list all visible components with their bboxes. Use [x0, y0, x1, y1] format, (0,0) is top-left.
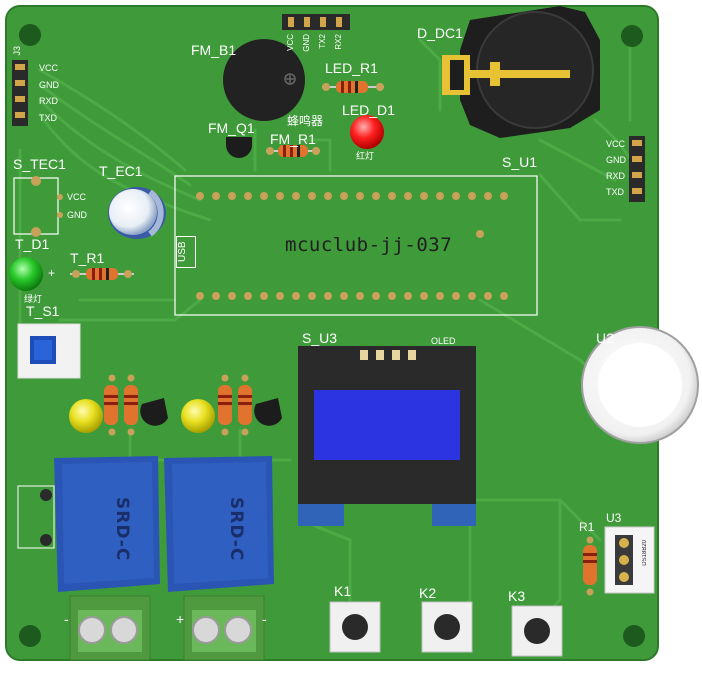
switch-t-s1	[17, 323, 81, 379]
push-button-k3[interactable]	[512, 606, 562, 656]
resistor-r1	[583, 536, 597, 596]
mcu-bottom-pins	[196, 292, 508, 300]
push-button-k2-body	[421, 601, 473, 653]
terminal-block-2	[183, 595, 265, 661]
label-t-s1: T_S1	[26, 303, 60, 319]
transistor-fm-q1	[226, 137, 252, 158]
top-pin-header	[282, 14, 350, 30]
terminal-block-1	[69, 595, 151, 661]
relay-1	[17, 456, 160, 592]
top-header-pin-4: RX2	[334, 34, 343, 50]
sensor-s-tec1	[13, 176, 63, 237]
mcu-module	[174, 175, 538, 316]
label-d-dc1: D_DC1	[417, 25, 463, 41]
label-plus-terminal: +	[176, 611, 185, 627]
relay-2	[164, 456, 274, 592]
right-header-pin-2: GND	[606, 155, 626, 165]
relay-driver-2	[181, 374, 282, 436]
right-header-pin-4: TXD	[606, 187, 624, 197]
sensor-pin-gnd: GND	[67, 210, 87, 220]
battery-holder	[442, 6, 600, 138]
relay-1-label: SRD-C	[112, 497, 132, 562]
resistor-fm-r1	[266, 145, 320, 157]
label-fm-q1: FM_Q1	[208, 120, 255, 136]
label-minus-terminal-2: -	[262, 611, 267, 627]
right-header-pin-3: RXD	[606, 171, 626, 181]
top-header-pin-2: GND	[302, 34, 311, 52]
label-led-cn: 红灯	[356, 151, 375, 161]
label-u3: U3	[606, 511, 622, 525]
left-header-id: J3	[12, 46, 22, 56]
left-header-pin-2: GND	[39, 80, 59, 90]
push-button-k1[interactable]	[330, 602, 380, 652]
relay-2-label: SRD-C	[226, 497, 246, 562]
label-t-d1-cn: 绿灯	[24, 294, 43, 304]
led-green	[9, 257, 43, 291]
label-oled: OLED	[431, 336, 456, 346]
usb-label: USB	[176, 236, 196, 268]
u2-component	[581, 326, 699, 444]
label-k3: K3	[508, 588, 526, 604]
label-k1: K1	[334, 583, 352, 599]
left-header-pin-3: RXD	[39, 96, 59, 106]
label-minus-terminal-1: -	[64, 611, 69, 627]
label-s-u3: S_U3	[302, 330, 338, 346]
top-header-pin-1: VCC	[286, 34, 295, 51]
resistor-t-r1	[70, 268, 134, 280]
label-s-tec1: S_TEC1	[13, 156, 66, 172]
push-button-k2[interactable]	[422, 602, 472, 652]
led-red	[350, 115, 384, 149]
left-header-pin-1: VCC	[39, 63, 59, 73]
label-fm-r1: FM_R1	[270, 131, 316, 147]
label-t-ec1: T_EC1	[99, 163, 143, 179]
board-title: mcuclub-jj-037	[285, 234, 453, 256]
label-buzzer-cn: 蜂鸣器	[287, 114, 324, 128]
left-header-pin-4: TXD	[39, 113, 57, 123]
label-fm-b1: FM_B1	[191, 42, 237, 58]
label-led-r1: LED_R1	[325, 60, 378, 76]
resistor-led-r1	[322, 81, 384, 93]
sensor-pin-vcc: VCC	[67, 192, 87, 202]
mcu-top-pins	[196, 192, 508, 200]
mounting-holes	[19, 24, 645, 647]
label-k2: K2	[419, 585, 437, 601]
u3-ds18b20	[604, 526, 655, 594]
push-button-k3-body	[511, 605, 563, 657]
left-pin-header	[12, 60, 28, 126]
switch-t-s1-hit[interactable]	[18, 324, 80, 378]
oled-module	[298, 346, 476, 526]
label-plus-led: +	[48, 266, 56, 280]
label-t-r1: T_R1	[70, 250, 105, 266]
top-header-pin-3: TX2	[318, 34, 327, 49]
label-s-u1: S_U1	[502, 154, 538, 170]
label-u2: U2	[596, 330, 614, 346]
capacitor-t-ec1	[108, 187, 166, 239]
buzzer	[223, 39, 305, 121]
relay-driver-1	[69, 374, 168, 436]
right-pin-header	[629, 136, 645, 202]
label-ds18b20: DS18B20	[642, 540, 648, 566]
label-r1: R1	[579, 520, 595, 534]
push-button-k1-body	[329, 601, 381, 653]
right-header-pin-1: VCC	[606, 139, 626, 149]
label-t-d1: T_D1	[15, 236, 50, 252]
label-led-d1: LED_D1	[342, 102, 395, 118]
